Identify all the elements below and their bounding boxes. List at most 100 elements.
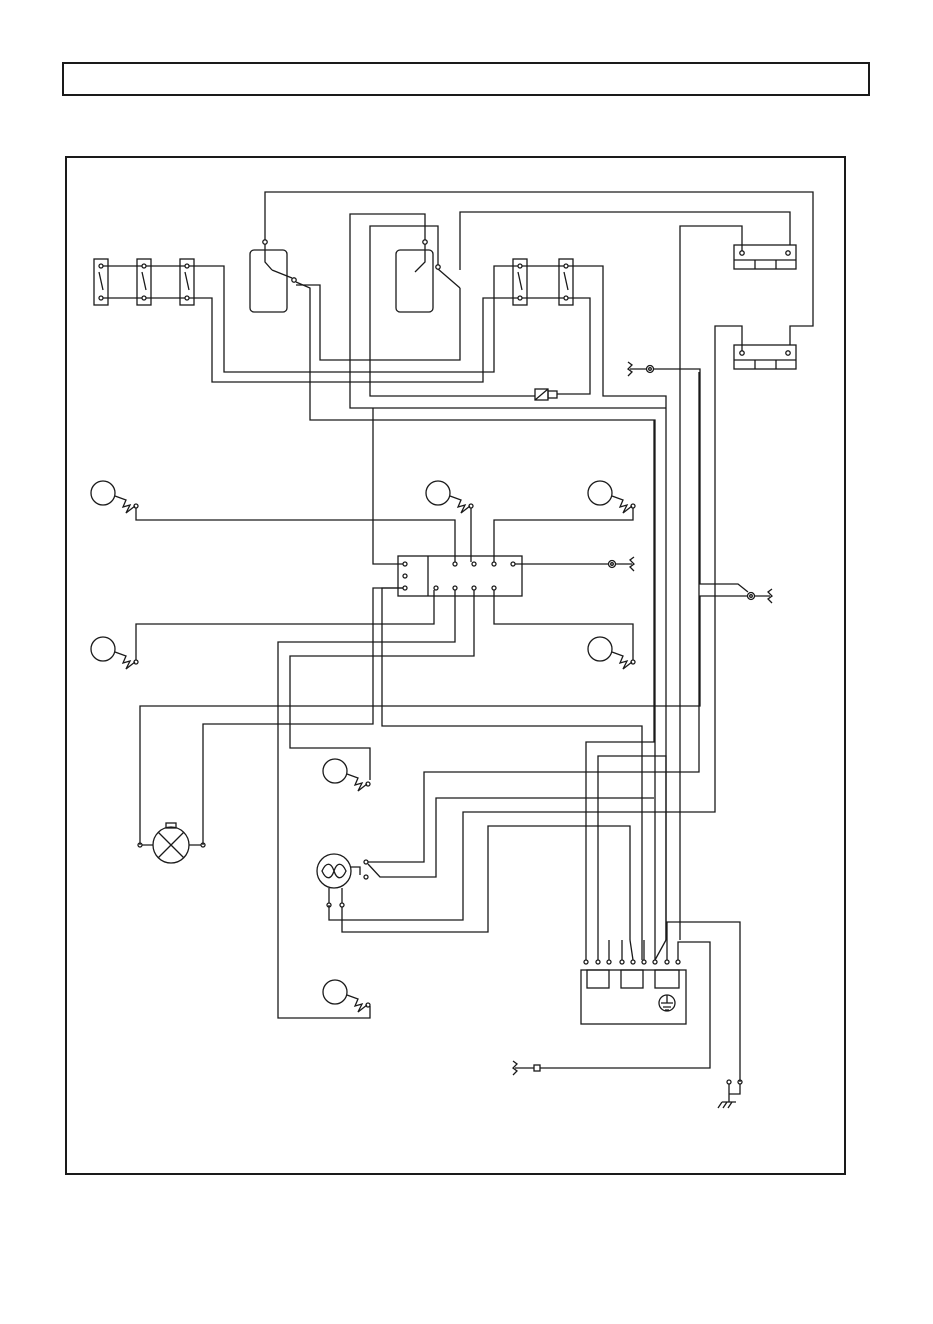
wire-segment	[142, 272, 146, 290]
wire-segment	[265, 244, 272, 270]
wire-segment	[469, 504, 473, 508]
wire-segment	[492, 586, 496, 590]
wire	[522, 298, 590, 394]
wire-segment	[665, 960, 669, 964]
wire-segment	[612, 652, 632, 669]
wire-segment	[494, 508, 633, 562]
wire-segment	[158, 832, 184, 858]
wire-segment	[755, 589, 772, 603]
plug-connector	[513, 1061, 540, 1075]
wire-segment	[620, 960, 624, 964]
main-terminal-block	[540, 420, 740, 1082]
wire-segment	[611, 563, 614, 566]
wire-segment	[382, 588, 642, 960]
hotplate-top-left	[91, 481, 455, 562]
wire-segment	[654, 369, 748, 592]
wire	[265, 192, 813, 345]
thermostat-left	[250, 240, 296, 312]
wire-segment	[396, 250, 433, 312]
wire-segment	[142, 296, 146, 300]
hotplate-top-right	[494, 481, 635, 562]
wire-segment	[513, 1061, 534, 1075]
wire-segment	[185, 264, 189, 268]
wire-segment	[453, 586, 457, 590]
wire-segment	[272, 270, 292, 278]
wire-segment	[185, 296, 189, 300]
wire-segment	[398, 556, 522, 596]
wire-segment	[628, 362, 646, 376]
wire-segment	[631, 504, 635, 508]
wire-segment	[548, 391, 557, 398]
wire-segment	[631, 960, 635, 964]
wire-segment	[588, 637, 612, 661]
wire-segment	[366, 782, 370, 786]
wire-segment	[368, 372, 699, 862]
wire-segment	[609, 561, 616, 568]
wire	[296, 285, 460, 360]
wire-segment	[607, 960, 611, 964]
wire-segment	[351, 867, 360, 875]
wire-segment	[134, 504, 138, 508]
wire-segment	[518, 296, 522, 300]
wire	[370, 226, 535, 396]
wire-segment	[263, 240, 267, 244]
oven-lamp-icon	[138, 823, 205, 863]
wire-segment	[587, 970, 609, 988]
wire-segment	[115, 652, 135, 669]
wire-segment	[136, 508, 455, 562]
wire-segment	[727, 1080, 731, 1084]
switch-group-left	[94, 259, 518, 382]
wire-segment	[115, 496, 135, 513]
wire-segment	[786, 251, 790, 255]
wire-segment	[734, 360, 796, 369]
wire-segment	[366, 1003, 370, 1007]
wire-segment	[403, 562, 407, 566]
wire-segment	[740, 351, 744, 355]
wire-segment	[534, 1065, 540, 1071]
wire-segment	[142, 264, 146, 268]
wire-segment	[511, 562, 515, 566]
switch-group-right	[513, 259, 666, 940]
wire-segment	[347, 774, 367, 791]
wire-segment	[368, 798, 654, 877]
wire-segment	[598, 756, 666, 960]
wire-segment	[434, 586, 438, 590]
wire	[522, 266, 666, 940]
wire-segment	[734, 345, 796, 369]
wire-segment	[492, 562, 496, 566]
wire-segment	[403, 574, 407, 578]
wire-segment	[278, 590, 455, 1018]
wire-segment	[581, 970, 686, 1024]
wire-segment	[329, 888, 342, 903]
central-terminal-block	[203, 408, 642, 1018]
wire-segment	[564, 272, 568, 290]
thermostat-right	[396, 240, 460, 312]
wire-segment	[472, 562, 476, 566]
wire-segment	[616, 557, 634, 571]
wire-segment	[518, 272, 522, 290]
wire-segment	[734, 260, 796, 269]
wire-segment	[740, 251, 744, 255]
wire-segment	[364, 875, 368, 879]
earth-connector-3	[140, 589, 772, 845]
wire-segment	[584, 960, 588, 964]
heater-oven-upper	[323, 759, 370, 791]
wire-segment	[786, 351, 790, 355]
wire-segment	[99, 264, 103, 268]
wire-segment	[655, 970, 679, 988]
diagram-frame	[66, 157, 845, 1174]
wire-segment	[91, 637, 115, 661]
wire-segment	[631, 660, 635, 664]
wire-segment	[680, 226, 742, 940]
wire-segment	[450, 496, 470, 513]
wire-segment	[642, 960, 646, 964]
wire-segment	[676, 960, 680, 964]
wire-segment	[99, 272, 103, 290]
wire-segment	[364, 860, 368, 864]
wire-segment	[415, 244, 425, 272]
hotplate-top-center	[426, 481, 473, 562]
wire-segment	[91, 481, 115, 505]
wire-segment	[340, 903, 344, 907]
wire-segment	[323, 980, 347, 1004]
